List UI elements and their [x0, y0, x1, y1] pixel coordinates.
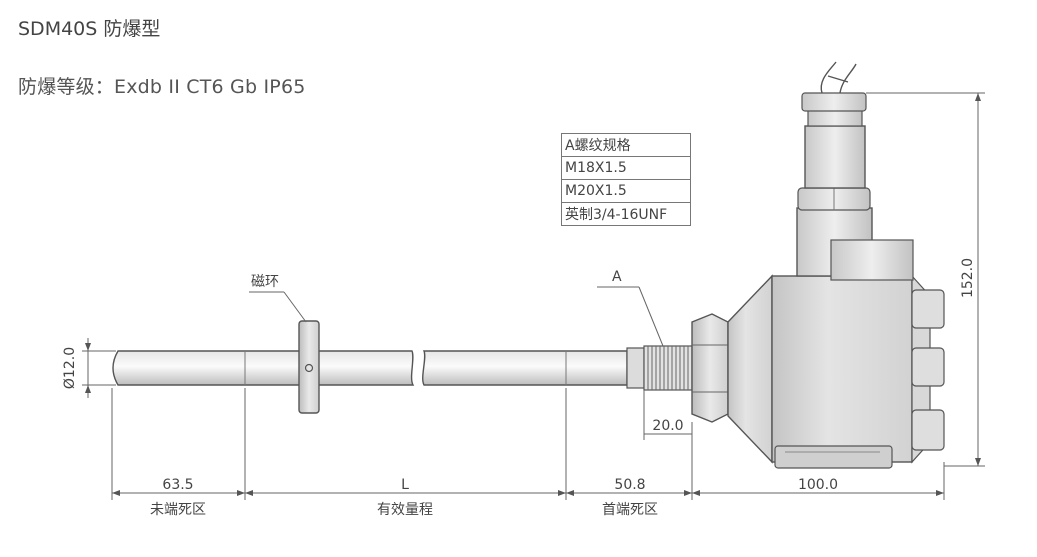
bottom-dimension-row: 63.5 L 50.8 100.0 未端死区 有效量程 首端死区 — [112, 477, 944, 518]
dim-end-dead-value: 63.5 — [162, 477, 193, 493]
magnetic-ring-callout: 磁环 — [249, 274, 307, 323]
junction-housing — [727, 274, 945, 469]
height-dimension: 152.0 — [866, 92, 985, 467]
thread-table-row: 英制3/4-16UNF — [561, 202, 691, 226]
thread-length-label: 20.0 — [652, 418, 683, 434]
hex-nut — [691, 313, 729, 423]
dim-housing-value: 100.0 — [798, 477, 838, 493]
dim-head-dead-value: 50.8 — [614, 477, 645, 493]
page-title: SDM40S 防爆型 — [18, 18, 161, 40]
probe-rod — [112, 350, 628, 386]
head-dead-zone-label: 首端死区 — [602, 502, 658, 518]
explosion-rating: 防爆等级：Exdb II CT6 Gb IP65 — [18, 76, 306, 98]
thread-spec-table: A螺纹规格 M18X1.5 M20X1.5 英制3/4-16UNF — [561, 133, 691, 226]
threaded-fitting — [626, 345, 693, 391]
cable-gland-column — [796, 61, 914, 281]
dim-range-value: L — [401, 477, 409, 493]
thread-table-cell: 英制3/4-16UNF — [561, 202, 691, 226]
effective-range-label: 有效量程 — [377, 502, 433, 518]
extension-lines — [111, 388, 945, 500]
diameter-dimension: Ø12.0 — [62, 338, 116, 398]
thread-length-dimension: 20.0 — [643, 390, 693, 440]
diameter-label: Ø12.0 — [62, 347, 78, 389]
end-dead-zone-label: 未端死区 — [150, 502, 206, 518]
magnetic-ring-label: 磁环 — [251, 274, 279, 290]
magnetic-ring — [298, 320, 320, 414]
thread-callout: A — [597, 269, 664, 347]
thread-marker-label: A — [612, 269, 622, 285]
height-label: 152.0 — [960, 258, 976, 298]
